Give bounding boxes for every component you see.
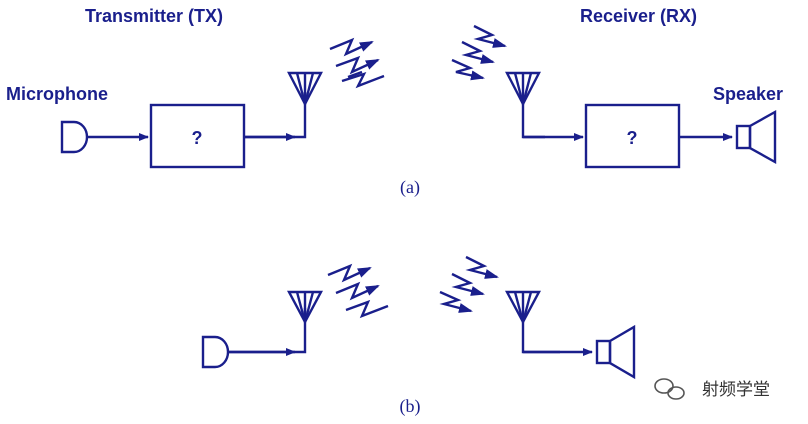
speaker-label: Speaker [713, 84, 783, 104]
transmitter-title: Transmitter (TX) [85, 6, 223, 26]
watermark-text: 射频学堂 [702, 380, 770, 400]
speaker-icon [735, 109, 777, 165]
mic-to-antenna-line [228, 308, 307, 354]
rx-antenna-icon [505, 290, 541, 325]
tx-radio-waves-icon [327, 263, 389, 319]
wechat-icon [654, 378, 685, 400]
watermark: 射频学堂 [654, 378, 770, 400]
antenna-to-rx-line [521, 104, 545, 139]
caption-a: (a) [400, 177, 420, 198]
microphone-icon [60, 120, 89, 154]
tx-to-antenna-line [244, 92, 307, 139]
rx-radio-waves-icon [439, 255, 499, 313]
tx-block-question: ? [192, 128, 203, 148]
panel-a: Transmitter (TX) Receiver (RX) Microphon… [6, 6, 783, 198]
rx-block-question: ? [627, 128, 638, 148]
microphone-label: Microphone [6, 84, 108, 104]
tx-antenna-icon [287, 290, 323, 325]
rx-antenna-icon [505, 71, 541, 107]
antenna-to-speaker-line [521, 322, 560, 354]
receiver-title: Receiver (RX) [580, 6, 697, 26]
microphone-icon [201, 335, 230, 369]
panel-b: (b) [201, 255, 636, 417]
caption-b: (b) [400, 396, 421, 417]
rx-radio-waves-icon [451, 24, 507, 81]
tx-radio-waves-icon [329, 37, 385, 89]
tx-antenna-icon [287, 71, 323, 107]
speaker-icon [595, 324, 636, 380]
